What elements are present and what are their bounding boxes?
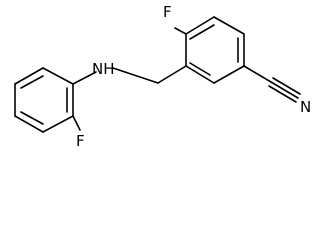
bond-ring-right-c4-c5 <box>213 65 245 84</box>
bond-nitrile-1 <box>270 81 299 99</box>
bond-ring-cn-carbon <box>243 65 272 83</box>
bond-ring-right-c2-c3 <box>213 16 245 35</box>
bond-ring-right-double-1 <box>189 24 215 40</box>
bond-ring-right-c5-c6 <box>185 65 215 84</box>
bond-ring-left-c1-c2 <box>42 67 74 85</box>
bond-c-f-top <box>174 27 187 35</box>
bond-nitrile-3 <box>268 85 297 103</box>
atom-label-fluorine-bottom: F <box>76 132 85 150</box>
bond-ring-right-c1-c2 <box>185 16 215 35</box>
bond-ring-left-double-1 <box>20 75 44 89</box>
bond-ring-ch2 <box>157 65 187 84</box>
bond-ch2-nh <box>112 67 159 84</box>
atom-label-nh: NH <box>92 60 115 78</box>
bond-nh-ring-left <box>72 71 97 85</box>
bond-ring-left-c5-c6 <box>42 115 74 133</box>
atom-label-nitrile-n: N <box>300 98 311 116</box>
bond-ring-left-double-2 <box>20 111 44 125</box>
molecule-canvas: F NH F N <box>14 3 311 150</box>
bond-ring-right-double-3 <box>189 62 211 76</box>
atom-label-fluorine-top: F <box>163 3 172 21</box>
structure-drawing: F NH F N <box>14 3 311 150</box>
bond-nitrile-2 <box>272 77 301 95</box>
bond-c-f-bottom <box>72 115 81 131</box>
bond-group <box>14 16 301 133</box>
atom-label-group: F NH F N <box>76 3 311 150</box>
bond-ring-left-c4-c5 <box>14 115 44 133</box>
bond-ring-left-c2-c3 <box>14 67 44 85</box>
